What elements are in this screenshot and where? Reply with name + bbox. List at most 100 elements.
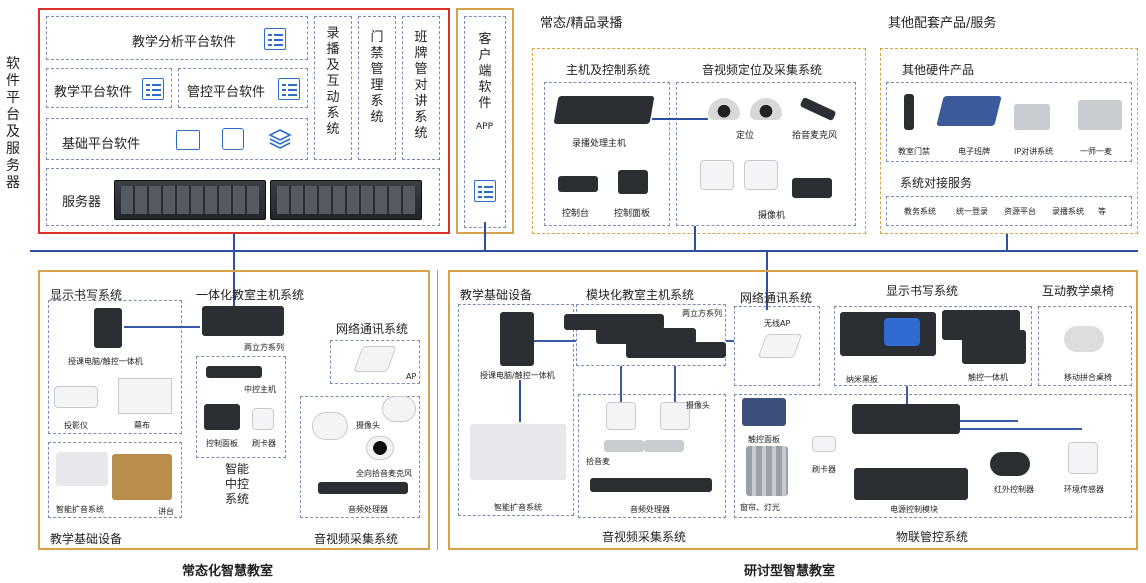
normal-caption: 常态化智慧教室 [182,564,274,579]
hardware-box [886,82,1132,162]
modular-host-image [626,342,726,358]
av-locate-title: 音视频定位及采集系统 [702,63,823,77]
client-software-label: 客户端软件 [478,32,492,111]
service-item: 统一登录 [956,207,988,216]
pc-tower-image [500,312,534,366]
other-section-title: 其他配套产品/服务 [888,16,997,31]
class-board-system-box [402,16,440,160]
control-panel-image [618,170,648,194]
dome-camera-image [750,98,782,120]
host-control-box [544,82,670,226]
interactive-title: 互动教学桌椅 [1042,284,1115,298]
recording-host-image [553,96,655,124]
wifi-label: 无线AP [764,319,791,328]
omni-mic-label: 全向拾音麦克风 [356,469,412,478]
connector-line [233,250,235,310]
connector-line [960,428,1082,430]
integrated-host-image [202,306,284,336]
center-control-box [196,356,286,458]
touch-panel-label: 触控面板 [748,435,780,444]
modular-host-image [564,314,664,330]
add-window-icon [222,128,244,150]
network-bus-line [30,250,1138,252]
amp-label: 智能扩音系统 [56,505,104,514]
av-capture-box [300,396,420,518]
connector-line [484,222,486,250]
iot-box [734,394,1132,518]
seminar-audio-label: 音频处理器 [630,505,670,514]
card-reader-image [252,408,274,430]
service-title: 系统对接服务 [900,176,973,190]
divider-line [437,270,438,550]
modular-host-box [576,304,726,366]
seminar-net-title: 网络通讯系统 [740,291,813,305]
amplifier-image [470,424,566,480]
curtain-label: 窗帘、灯光 [740,503,780,512]
base-platform-box [46,118,308,160]
rack-server-image [114,180,266,220]
connector-line [694,226,696,250]
iot-controller-image [852,404,960,434]
screen-label: 幕布 [134,421,150,430]
card-label: 刷卡器 [252,439,276,448]
env-sensor-image [1068,442,1098,474]
screen-image [118,378,172,414]
base-device-box [48,442,182,518]
desk-label: 移动拼合桌椅 [1064,373,1112,382]
service-item: 等 [1098,207,1106,216]
seminar-classroom-panel [448,270,1138,550]
seminar-pc-label: 授课电脑/触控一体机 [480,371,555,380]
seminar-amp-label: 智能扩音系统 [494,503,542,512]
host-control-title: 主机及控制系统 [566,63,651,77]
wireless-box [734,306,820,386]
service-item: 资源平台 [1004,207,1036,216]
card-reader-image [812,436,836,452]
hardware-title: 其他硬件产品 [902,63,975,77]
normal-classroom-panel [38,270,430,550]
amplifier-image [56,452,108,486]
seminar-host-title: 模块化教室主机系统 [586,288,695,302]
box-camera-image [792,178,832,198]
board-screen-image [884,318,920,346]
profile-card-icon [176,130,200,150]
left-section-label: 软件平台及服务器 [6,56,20,191]
connector-line [726,340,734,342]
ptz-camera-image [744,160,778,190]
other-panel [880,48,1138,234]
access-system-box [358,16,396,160]
projector-label: 投影仪 [64,421,88,430]
center-control-image [206,366,262,378]
seminar-display-title: 显示书写系统 [886,284,959,298]
seminar-display-box [834,306,1032,386]
control-panel-image [204,404,240,430]
two-screen-label: 两立方系列 [244,343,284,352]
seminar-two-screen-label: 两立方系列 [682,309,722,318]
desk-box [1038,306,1132,386]
hardware-item: 一师一麦 [1080,147,1112,156]
dome-camera-image [708,98,740,120]
intercom-image [1014,104,1050,130]
ptz-camera-image [660,402,690,430]
recording-panel [532,48,866,234]
host-title: 一体化教室主机系统 [196,288,305,302]
audio-proc-label: 音频处理器 [348,505,388,514]
ir-label: 红外控制器 [994,485,1034,494]
dome-camera-image [312,412,348,440]
pc-label: 授课电脑/触控一体机 [68,357,143,366]
net-title: 网络通讯系统 [336,322,409,336]
console-label: 控制台 [562,209,590,219]
recording-host-label: 录播处理主机 [572,139,627,149]
podium-label: 讲台 [158,507,174,516]
connector-line [674,366,676,402]
dome-camera-image [382,396,416,422]
podium-image [112,454,172,500]
nano-label: 纳米黑板 [846,375,878,384]
analysis-platform-label: 教学分析平台软件 [132,35,237,50]
list-doc-icon [142,78,164,100]
connector-line [906,386,908,404]
power-module-image [854,468,968,500]
pc-tower-image [94,308,122,348]
base-title: 教学基础设备 [50,532,123,546]
hardware-item: IP对讲系统 [1014,147,1054,156]
power-label: 电源控制模块 [890,505,938,514]
